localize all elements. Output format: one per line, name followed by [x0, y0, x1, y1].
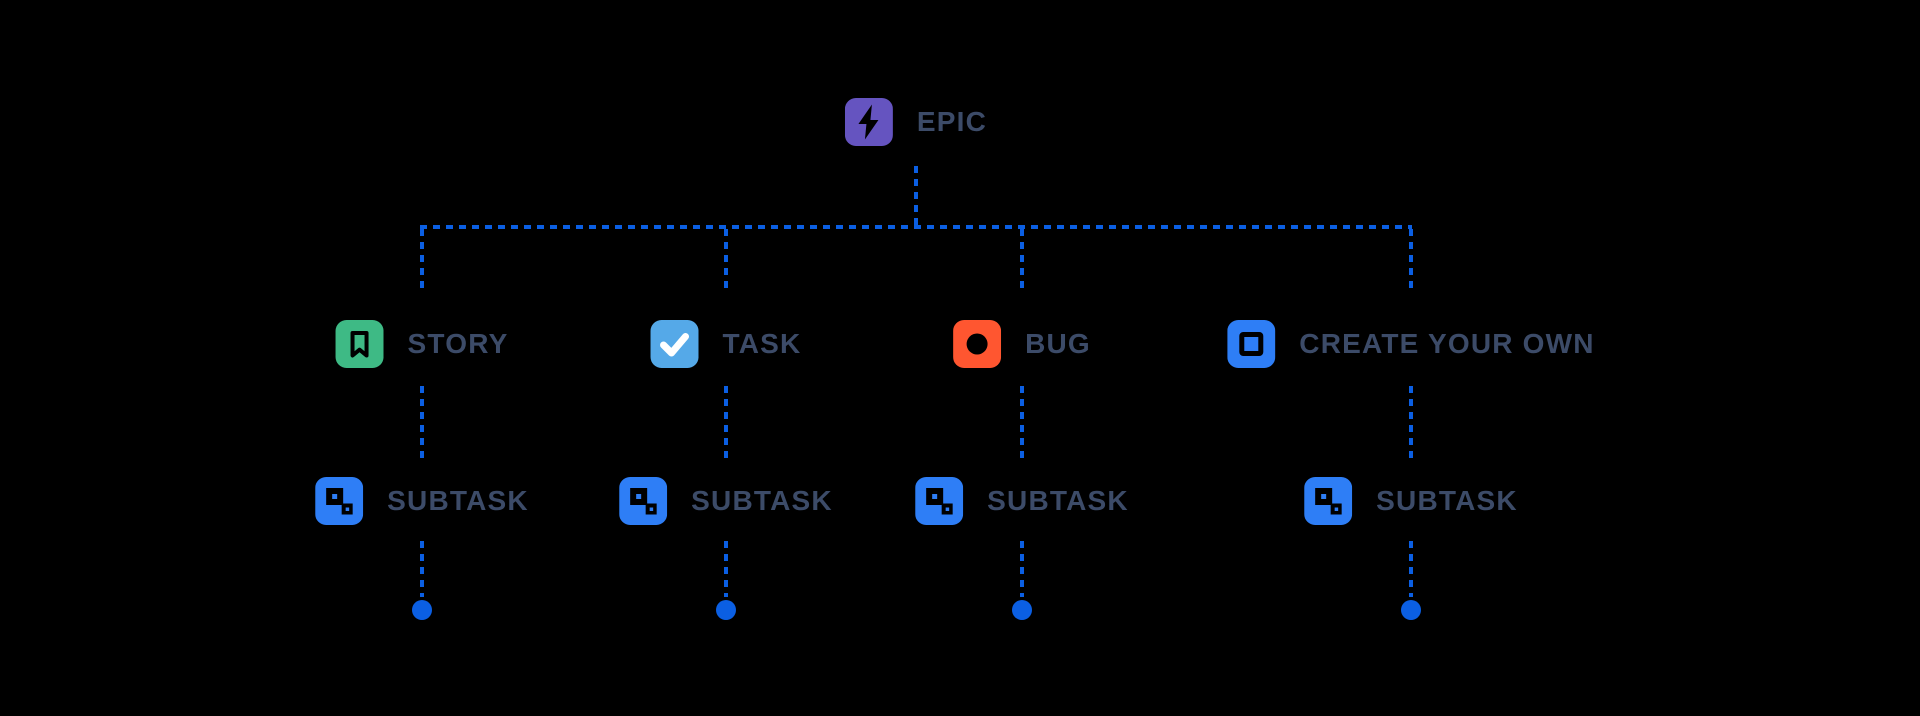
create-your-own-item: CREATE YOUR OWN	[1227, 320, 1594, 368]
subtask-item: SUBTASK	[315, 477, 529, 525]
connector-task-subtask-tail	[724, 541, 728, 597]
task-item: TASK	[650, 320, 802, 368]
bug-circle-icon	[953, 320, 1002, 368]
connector-create-subtask-tail	[1409, 541, 1413, 597]
connector-epic-drop	[914, 166, 918, 225]
task-label: TASK	[722, 328, 802, 359]
subtask-icon	[915, 477, 964, 525]
connector-drop-task	[724, 229, 728, 293]
subtask-label: SUBTASK	[987, 485, 1129, 516]
terminal-dot	[1012, 600, 1032, 620]
connector-drop-bug	[1020, 229, 1024, 293]
subtask-label: SUBTASK	[691, 485, 833, 516]
subtask-icon	[619, 477, 668, 525]
terminal-dot	[1401, 600, 1421, 620]
connector-bug-subtask	[1020, 386, 1024, 458]
subtask-label: SUBTASK	[1376, 485, 1518, 516]
connector-horizontal	[420, 225, 1412, 229]
subtask-icon	[315, 477, 364, 525]
subtask-icon	[1304, 477, 1353, 525]
subtask-label: SUBTASK	[387, 485, 529, 516]
bug-item: BUG	[953, 320, 1091, 368]
bug-label: BUG	[1025, 328, 1091, 359]
story-bookmark-icon	[335, 320, 384, 368]
terminal-dot	[412, 600, 432, 620]
create-your-own-square-icon	[1227, 320, 1276, 368]
connector-task-subtask	[724, 386, 728, 458]
connector-bug-subtask-tail	[1020, 541, 1024, 597]
connector-drop-story	[420, 229, 424, 293]
subtask-item: SUBTASK	[619, 477, 833, 525]
create-your-own-label: CREATE YOUR OWN	[1299, 328, 1595, 359]
connector-story-subtask	[420, 386, 424, 458]
terminal-dot	[716, 600, 736, 620]
connector-drop-create-your-own	[1409, 229, 1413, 293]
story-label: STORY	[407, 328, 509, 359]
subtask-item: SUBTASK	[915, 477, 1129, 525]
connector-story-subtask-tail	[420, 541, 424, 597]
epic-label: EPIC	[916, 106, 988, 137]
epic-item: EPIC	[844, 98, 988, 146]
connector-create-subtask	[1409, 386, 1413, 458]
subtask-item: SUBTASK	[1304, 477, 1518, 525]
story-item: STORY	[335, 320, 509, 368]
task-checkmark-icon	[650, 320, 699, 368]
epic-lightning-icon	[844, 98, 893, 146]
